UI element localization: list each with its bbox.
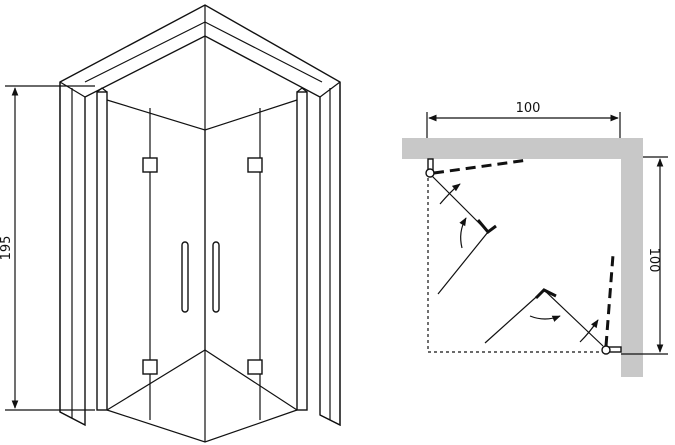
- handle-left: [181, 241, 189, 313]
- tray-outline: [427, 172, 606, 353]
- door-bottom-edge: [106, 409, 298, 443]
- left-wall-face: [59, 82, 86, 426]
- right-pivot: [601, 345, 611, 355]
- right-swing-arrow-2: [579, 319, 599, 343]
- right-door-fold: [534, 288, 557, 300]
- left-door-closed: [433, 158, 529, 175]
- left-door-fold: [476, 219, 497, 235]
- left-pivot: [425, 168, 435, 178]
- tray-back-edge: [106, 349, 298, 411]
- left-profile: [96, 91, 108, 411]
- right-door-closed: [604, 254, 615, 347]
- right-wall-face: [319, 82, 341, 426]
- right-profile: [296, 91, 308, 411]
- hinge-bottom-right: [247, 359, 263, 375]
- right-door-open: [484, 289, 604, 347]
- plan-view: 100 100: [402, 101, 668, 377]
- left-swing-arrow-1: [439, 183, 461, 205]
- height-label: 195: [0, 236, 14, 261]
- isometric-view: 195: [0, 4, 341, 443]
- hinge-bottom-left: [142, 359, 158, 375]
- wall-inner-edge: [84, 21, 323, 83]
- left-door-open: [431, 175, 489, 295]
- hinge-top-left: [142, 157, 158, 173]
- right-swing-arrow-1: [529, 315, 561, 322]
- handle-right: [212, 241, 220, 313]
- width-label: 100: [516, 101, 541, 116]
- depth-label: 100: [646, 248, 661, 273]
- hinge-top-right: [247, 157, 263, 173]
- right-wall-profile: [608, 346, 622, 353]
- door-top-edge: [106, 99, 298, 131]
- left-swing-arrow-2: [459, 217, 467, 249]
